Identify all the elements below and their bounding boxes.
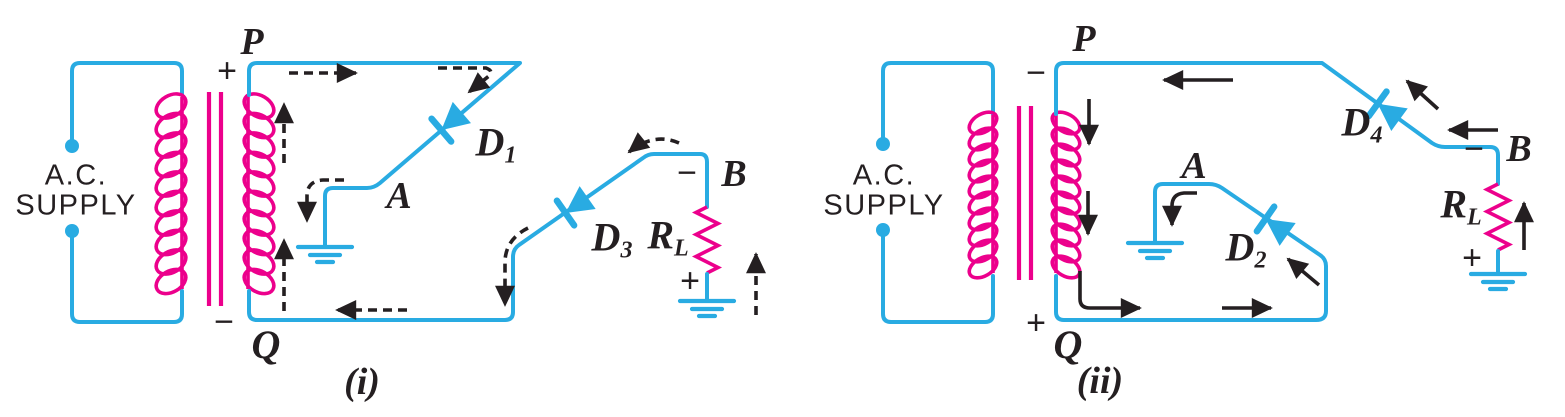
polarity-plus-load: + <box>1462 239 1482 277</box>
junction-a-label: A <box>386 175 412 217</box>
ac-supply-label: A.C.SUPPLY <box>823 159 945 222</box>
transformer-core <box>1016 106 1034 280</box>
ground-icon <box>298 247 352 262</box>
ac-supply-label: A.C.SUPPLY <box>15 159 137 222</box>
diode-d3-label: D3 <box>591 214 633 264</box>
secondary-top-branch-wire <box>1054 61 1500 186</box>
diode-d2-label: D2 <box>1225 224 1267 274</box>
figure-i-caption: (i) <box>344 361 380 403</box>
figure-ii <box>876 61 1534 324</box>
secondary-coil-icon <box>1046 105 1086 285</box>
supply-terminal-dot <box>876 137 890 151</box>
terminal-p-label: P <box>1072 18 1096 60</box>
terminal-q-label: Q <box>1053 322 1083 367</box>
polarity-plus-load: + <box>680 262 700 300</box>
primary-loop-bottom-wire <box>70 229 184 324</box>
load-resistor-icon <box>1482 182 1514 252</box>
supply-terminal-dot <box>65 224 79 238</box>
current-arrow-after-d4 <box>1405 79 1440 111</box>
figure-i <box>65 61 766 324</box>
figure-ii-caption: (ii) <box>1076 360 1124 402</box>
terminal-q-label: Q <box>251 322 281 367</box>
polarity-minus-top: − <box>1026 54 1046 92</box>
ground-icon <box>1128 243 1182 258</box>
primary-loop-top-wire <box>881 61 995 146</box>
supply-terminal-dot <box>876 223 890 237</box>
current-arrow-from-b <box>627 132 680 154</box>
primary-loop-top-wire <box>70 61 184 148</box>
primary-loop-bottom-wire <box>881 228 995 324</box>
diode-d3-icon <box>557 185 596 225</box>
current-arrow-to-ground-a <box>297 178 344 223</box>
current-arrow-out-of-q <box>1078 271 1142 318</box>
polarity-minus-load: − <box>1464 130 1484 168</box>
secondary-top-branch-wire <box>247 61 522 247</box>
load-resistor-label: RL <box>647 212 689 262</box>
diode-d1-label: D1 <box>475 119 517 169</box>
current-arrow-after-d3 <box>495 226 529 307</box>
secondary-coil-icon <box>238 87 280 301</box>
polarity-plus-bottom: + <box>1026 304 1046 342</box>
junction-a-label: A <box>1181 145 1207 187</box>
current-arrow-to-ground-a <box>1162 191 1197 227</box>
polarity-plus-top: + <box>217 52 237 90</box>
current-arrow-into-d1 <box>438 66 493 94</box>
primary-coil-icon <box>150 87 192 301</box>
terminal-p-label: P <box>240 21 264 63</box>
terminal-b-label: B <box>721 153 747 195</box>
load-resistor-label: RL <box>1440 181 1482 231</box>
load-resistor-icon <box>691 205 723 275</box>
terminal-b-label: B <box>1506 128 1532 170</box>
diode-d4-label: D4 <box>1341 99 1383 149</box>
ground-icon <box>680 301 734 316</box>
supply-terminal-dot <box>65 139 79 153</box>
primary-coil-icon <box>963 105 1003 285</box>
secondary-bottom-branch-wire <box>1054 182 1328 322</box>
polarity-minus-load: − <box>677 154 697 192</box>
polarity-minus-bottom: − <box>214 303 234 341</box>
secondary-bottom-branch-wire <box>247 152 709 322</box>
transformer-core <box>206 92 224 306</box>
current-arrow-into-d2 <box>1286 257 1321 287</box>
